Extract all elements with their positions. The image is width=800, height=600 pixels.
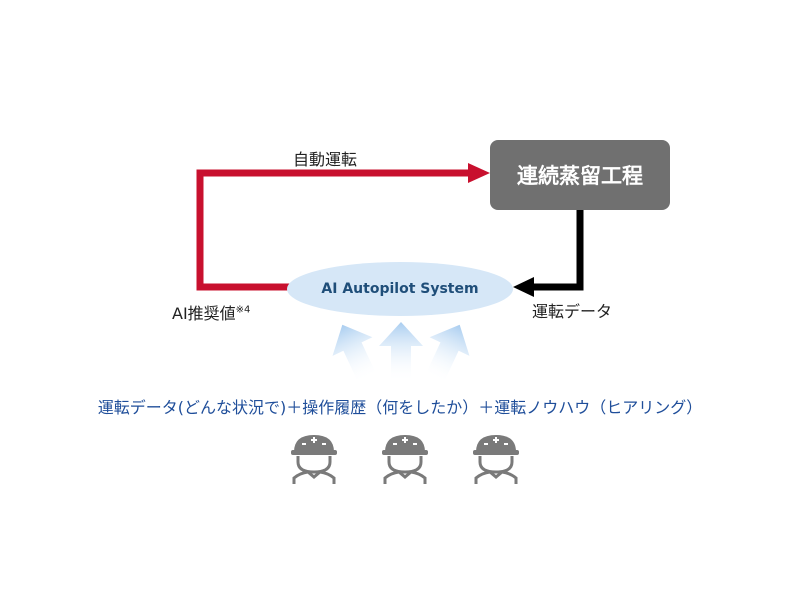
up-arrow-left [332,324,377,384]
black-arrowhead [513,277,534,297]
distillation-process-box: 連続蒸留工程 [490,140,670,210]
input-sources-caption: 運転データ(どんな状況で)＋操作履歴（何をしたか）＋運転ノウハウ（ヒアリング） [97,398,703,417]
up-arrow-right [425,324,470,384]
up-arrow-center [379,322,423,382]
ai-recommended-value-label: AI推奨値※4 [172,300,250,324]
red-arrowhead [468,163,490,183]
worker-helmet-icon [473,435,519,484]
ai-recommended-footnote: ※4 [235,304,251,316]
worker-helmet-icon [382,435,428,484]
ai-recommended-text: AI推奨値 [172,304,236,323]
auto-operation-label: 自動運転 [293,150,358,169]
ai-system-label: AI Autopilot System [321,281,479,297]
worker-helmet-icon [291,435,337,484]
process-box-label: 連続蒸留工程 [517,164,643,188]
red-feedback-line [196,169,470,291]
black-data-line [532,210,584,291]
ai-autopilot-ellipse: AI Autopilot System [287,262,513,316]
operation-data-label: 運転データ [532,302,613,321]
